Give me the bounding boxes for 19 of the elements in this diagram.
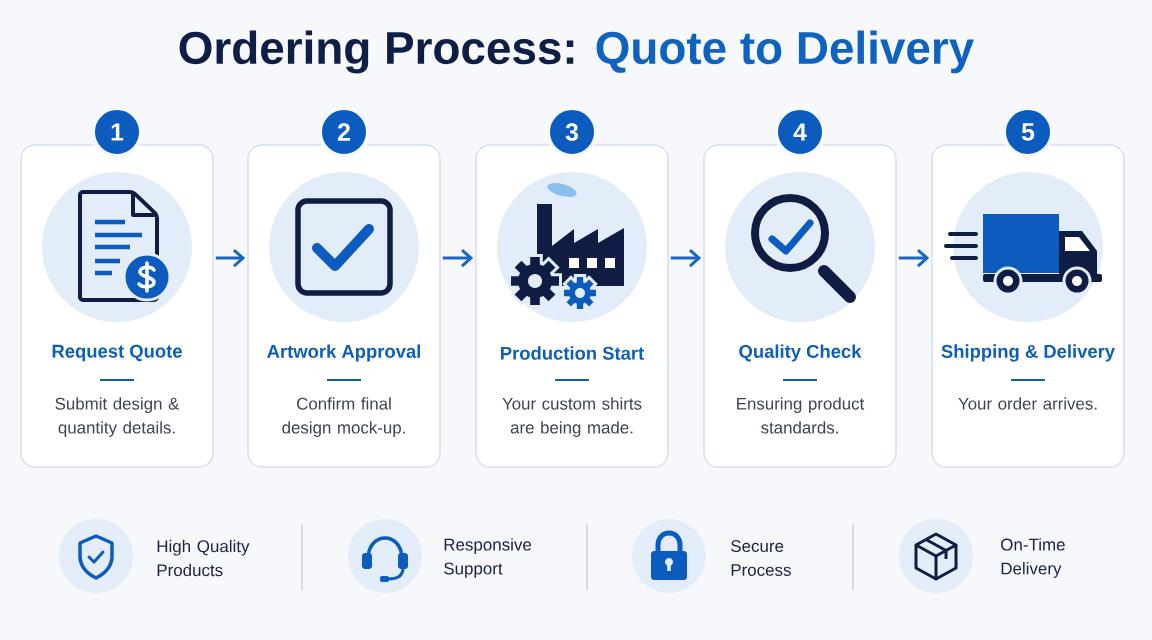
step-title: Production Start xyxy=(501,346,644,360)
step-description: Submit design & quantity details. xyxy=(55,397,180,437)
step-title: Shipping & Delivery xyxy=(941,344,1115,362)
feature-label: Secure Process xyxy=(731,540,791,576)
title: Ordering Process: Quote to Delivery xyxy=(179,30,974,74)
arrow xyxy=(670,248,702,268)
arrow xyxy=(442,248,474,268)
step-title: Request Quote xyxy=(52,344,182,362)
feature-label: Responsive Support xyxy=(444,538,532,578)
feature-label: On-Time Delivery xyxy=(1001,538,1065,578)
step-description: Your order arrives. xyxy=(958,397,1097,410)
feature-label: High Quality Products xyxy=(157,539,250,577)
step-title: Quality Check xyxy=(739,344,862,362)
arrow xyxy=(215,248,246,268)
step-description: Your custom shirts are being made. xyxy=(502,397,642,437)
step-title: Artwork Approval xyxy=(267,344,420,362)
arrow xyxy=(898,248,930,268)
step-description: Ensuring product standards. xyxy=(737,397,865,434)
step-description: Confirm final design mock-up. xyxy=(282,397,405,437)
